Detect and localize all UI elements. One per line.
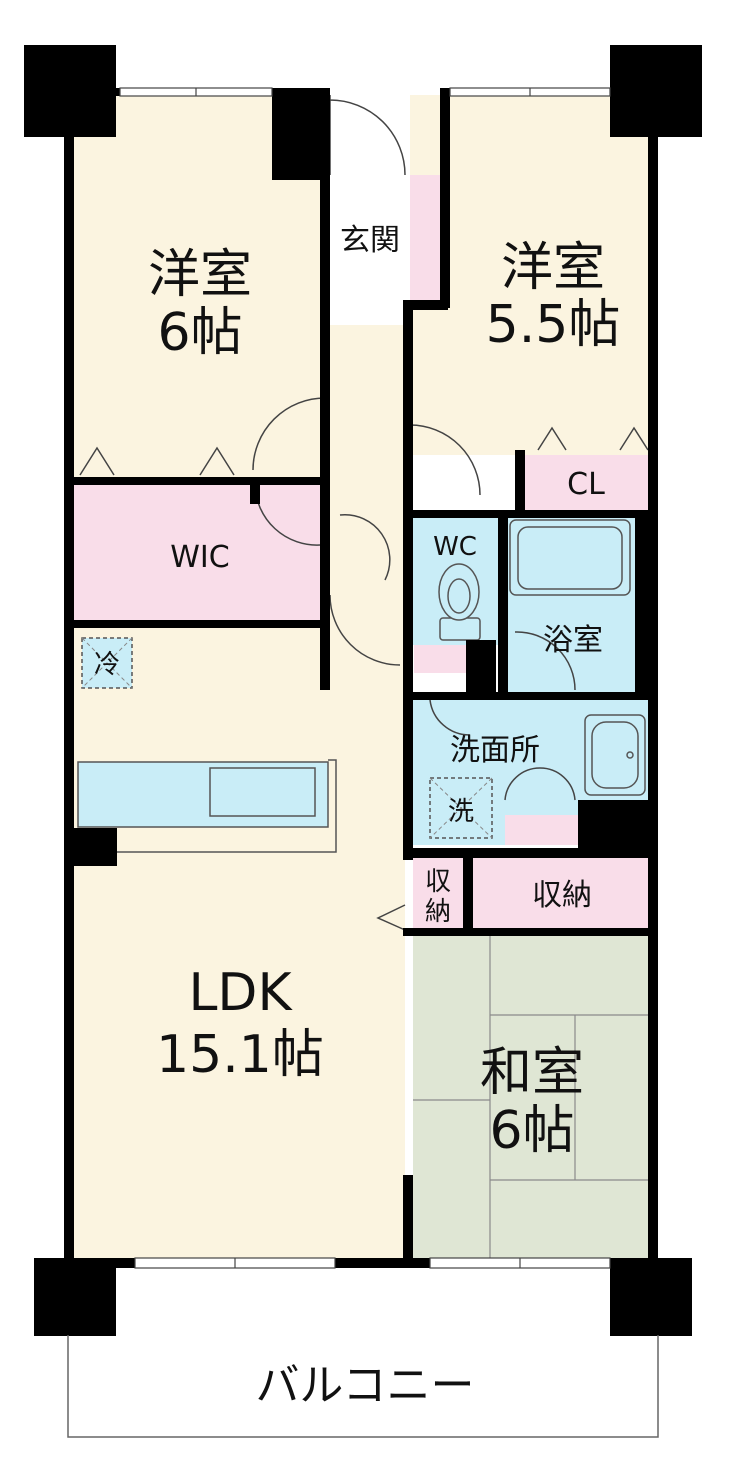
closet-label: CL: [567, 467, 605, 502]
shoe-cabinet: [410, 175, 445, 305]
japanese-room-size: 6帖: [489, 1101, 574, 1161]
wic-floor: [72, 485, 325, 625]
western-room-b-size: 5.5帖: [486, 295, 621, 355]
ldk-name: LDK: [188, 963, 293, 1023]
washer-label: 洗: [448, 797, 474, 827]
fridge-label: 冷: [94, 650, 120, 680]
walls: [24, 45, 702, 1336]
storage-floor: [473, 858, 650, 928]
fridge-space: [81, 637, 133, 689]
western-room-a-name: 洋室: [148, 245, 252, 305]
storage-small-label-1: 収: [425, 867, 451, 897]
kitchen-sink: [209, 767, 316, 817]
bathtub-fixture: [509, 519, 631, 596]
storage-small-label-2: 納: [425, 897, 451, 927]
closet-floor: [522, 455, 650, 510]
closet-door-marks: [79, 426, 649, 931]
wc-shelf: [414, 645, 466, 673]
western-room-a-size: 6帖: [157, 303, 242, 363]
washroom-label: 洗面所: [450, 733, 540, 768]
ldk-floor: [72, 625, 405, 1265]
washroom-shelf: [505, 815, 580, 845]
bath-label: 浴室: [543, 623, 603, 658]
tatami-lines: [413, 935, 650, 1265]
counter-outline: [110, 759, 337, 853]
entrance-label: 玄関: [340, 223, 400, 258]
wash-basin: [584, 714, 646, 796]
storage-small-floor: [413, 858, 463, 928]
western-room-b-name: 洋室: [501, 238, 605, 298]
wic-label: WIC: [170, 540, 229, 575]
balcony-outline: [67, 1335, 659, 1438]
kitchen-counter: [77, 759, 337, 853]
toilet-fixture: [438, 563, 481, 641]
storage-label: 収納: [532, 878, 592, 913]
washer-space: [429, 777, 493, 839]
western-room-b-floor: [410, 95, 653, 455]
ldk-size: 15.1帖: [156, 1025, 324, 1085]
japanese-room-name: 和室: [480, 1043, 584, 1103]
room-labels: 洋室 6帖 洋室 5.5帖 玄関 CL WIC WC 浴室 冷 洗面所 洗 収 …: [94, 223, 620, 1411]
balcony-label: バルコニー: [255, 1360, 474, 1411]
entrance-floor: [330, 175, 410, 325]
windows: [119, 87, 611, 1269]
wc-label: WC: [433, 532, 477, 562]
